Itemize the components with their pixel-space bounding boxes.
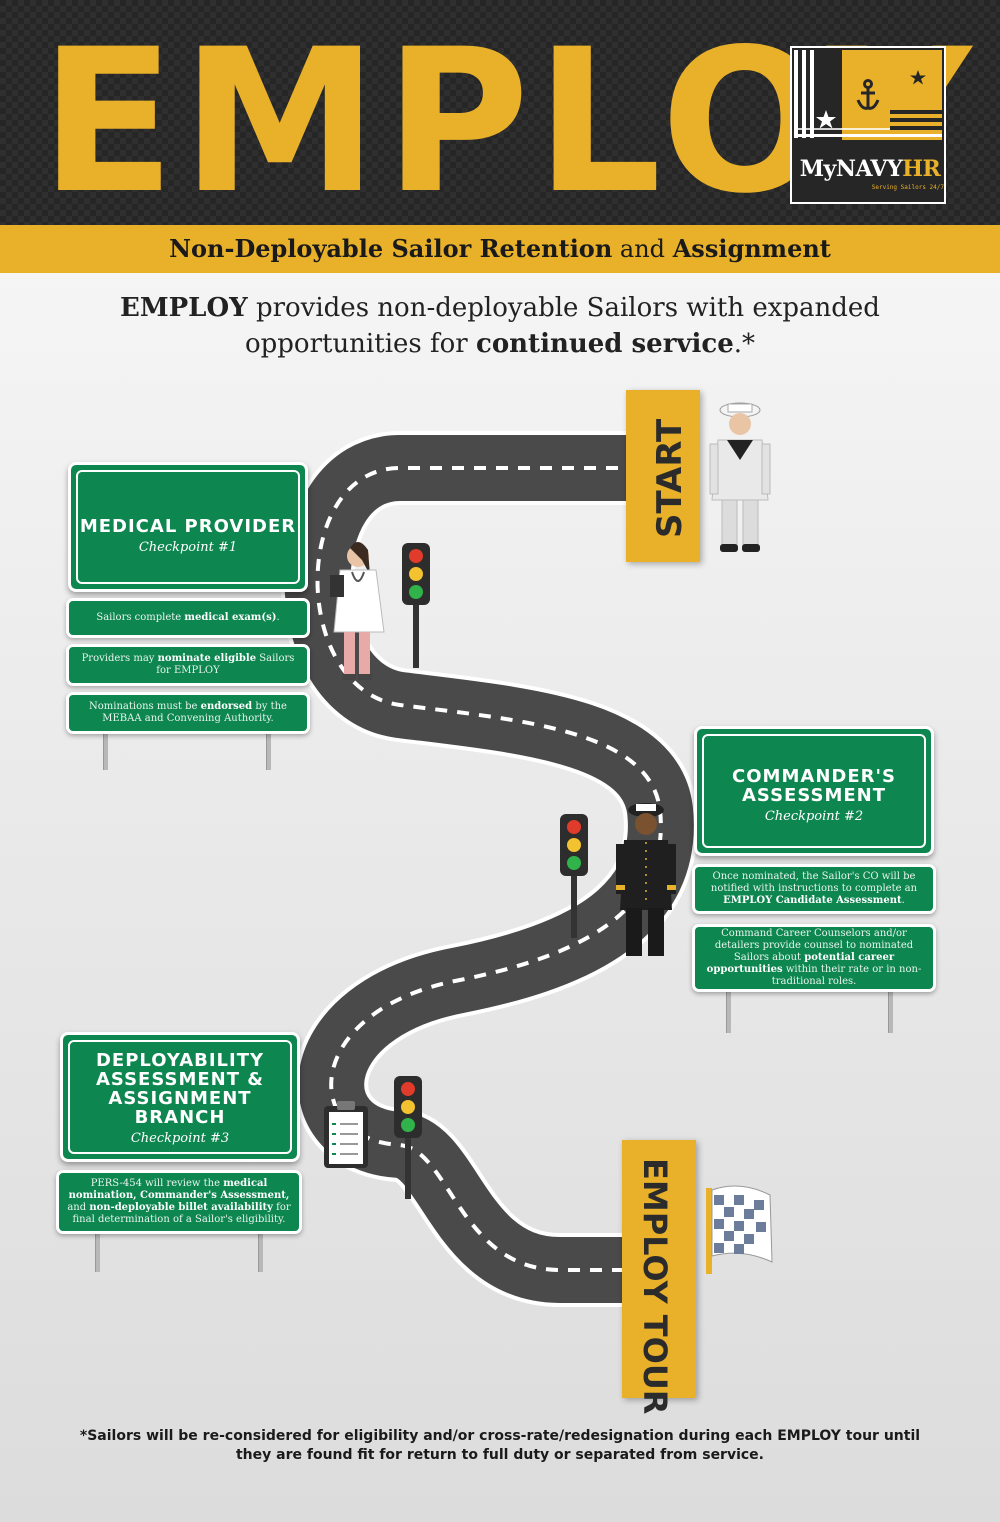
officer-figure-icon [616,803,676,956]
logo-tagline: Serving Sailors 24/7 [871,184,944,191]
sign-post [95,1232,100,1272]
checkered-flag-icon [706,1185,773,1274]
footnote: *Sailors will be re-considered for eligi… [79,1428,921,1463]
sign-post [888,985,893,1033]
header: EMPLOY MyNAVYHR Serving Sailors 24/7 [0,0,1000,225]
intro-text: EMPLOY provides non-deployable Sailors w… [120,293,880,359]
checkpoint-1-note-2: Providers may nominate eligible Sailors … [66,644,310,686]
clipboard-icon [324,1101,368,1168]
sign-post [258,1232,263,1272]
checkpoint-1-note-1: Sailors complete medical exam(s). [66,598,310,638]
checkpoint-2-note-2: Command Career Counselors and/or detaile… [692,924,936,992]
traffic-light-icon [394,1076,422,1199]
checkpoint-2-title: COMMANDER'S ASSESSMENT [732,766,896,806]
sign-post [726,985,731,1033]
checkpoint-3-title: DEPLOYABILITY ASSESSMENT & ASSIGNMENT BR… [95,1050,265,1128]
subtitle-band: Non-Deployable Sailor Retention and Assi… [0,225,1000,273]
checkpoint-3-subtitle: Checkpoint #3 [130,1131,230,1146]
checkpoint-1-note-3: Nominations must be endorsed by the MEBA… [66,692,310,734]
checkpoint-3-sign: DEPLOYABILITY ASSESSMENT & ASSIGNMENT BR… [60,1032,300,1162]
checkpoint-1-sign: MEDICAL PROVIDER Checkpoint #1 [68,462,308,592]
anchor-icon [856,79,880,110]
finish-banner: EMPLOY TOUR [622,1140,696,1414]
logo-emblem [794,50,942,140]
checkpoint-1-subtitle: Checkpoint #1 [138,540,238,555]
sign-post [266,720,271,770]
checkpoint-1-title: MEDICAL PROVIDER [79,516,297,537]
start-label: START [650,418,690,538]
star-icon [910,70,926,85]
checkpoint-3-note-1: PERS-454 will review the medical nominat… [56,1170,302,1234]
logo-wordmark: MyNAVYHR [799,156,941,182]
traffic-light-icon [402,543,430,668]
traffic-light-icon [560,814,588,938]
star-icon [816,110,836,129]
finish-label: EMPLOY TOUR [636,1158,674,1415]
start-banner: START [626,390,700,562]
checkpoint-2-subtitle: Checkpoint #2 [764,809,864,824]
checkpoint-2-note-1: Once nominated, the Sailor's CO will be … [692,864,936,914]
doctor-figure-icon [330,541,385,680]
sign-post [103,720,108,770]
sailor-figure-icon [709,402,771,552]
checkpoint-2-sign: COMMANDER'S ASSESSMENT Checkpoint #2 [694,726,934,856]
mynavyhr-logo: MyNAVYHR Serving Sailors 24/7 [790,46,946,204]
